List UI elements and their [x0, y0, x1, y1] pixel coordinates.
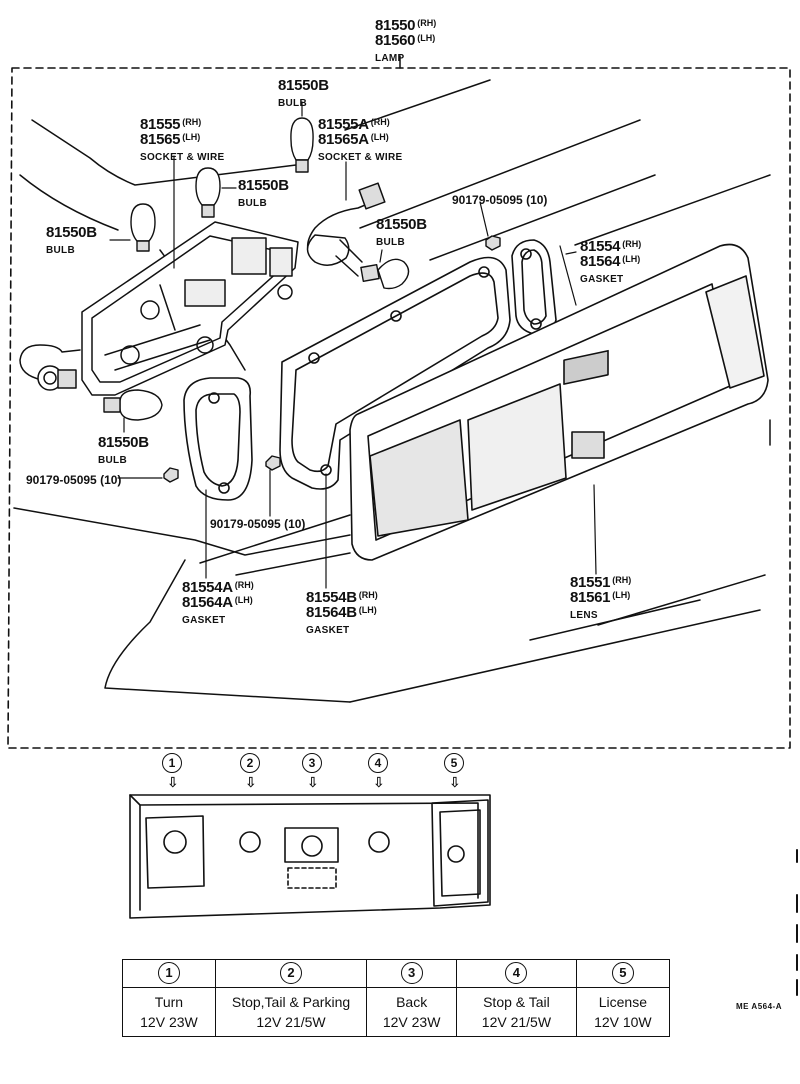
spec-rating: 12V 10W — [594, 1013, 652, 1030]
table-row: Turn 12V 23W Stop,Tail & Parking 12V 21/5W… — [122, 986, 671, 1038]
leader-lines — [109, 101, 597, 589]
label-lens: 81551(RH) 81561(LH) LENS — [570, 574, 632, 621]
spec-function: License — [598, 993, 647, 1010]
gasket-right — [511, 239, 557, 335]
label-nut-top: 90179-05095 (10) — [452, 193, 548, 207]
nut-icon — [163, 235, 501, 483]
label-nut-mid: 90179-05095 (10) — [210, 517, 306, 531]
label-bulb-mid: 81550B BULB — [238, 177, 289, 209]
spec-num: 2 — [280, 962, 303, 985]
table-row: 1 2 3 4 5 — [122, 959, 671, 988]
spec-function: Stop,Tail & Parking — [231, 993, 351, 1010]
spec-rating: 12V 23W — [382, 1013, 441, 1030]
vehicle-body-outline — [13, 79, 771, 703]
spec-num: 1 — [157, 962, 180, 985]
spec-num: 5 — [611, 962, 634, 985]
label-gasket-a: 81554A(RH) 81564A(LH) GASKET — [182, 579, 254, 626]
socket-wire-left — [19, 344, 81, 391]
spec-rating: 12V 21/5W — [256, 1013, 326, 1030]
position-marker-4: 4 — [368, 753, 388, 773]
down-arrow-icon: ⇩ — [167, 774, 179, 790]
down-arrow-icon: ⇩ — [245, 774, 257, 790]
label-bulb-right: 81550B BULB — [376, 216, 427, 248]
bulb-spec-table: 1 2 3 4 5 Turn 12V 23W Stop,Tail & Parkin… — [122, 959, 671, 1038]
gasket-a — [183, 377, 253, 501]
spec-rating: 12V 21/5W — [481, 1013, 552, 1030]
position-marker-5: 5 — [444, 753, 464, 773]
label-bulb-top: 81550B BULB — [278, 77, 329, 109]
bulb-icon — [103, 117, 410, 421]
spec-function: Back — [396, 993, 428, 1010]
spec-num: 4 — [505, 962, 528, 985]
gasket-b — [279, 256, 511, 490]
label-lamp: 81550(RH) 81560(LH) LAMP — [375, 17, 437, 64]
figure-code: ME A564-A — [736, 1002, 782, 1011]
down-arrow-icon: ⇩ — [307, 774, 319, 790]
spec-num: 3 — [400, 962, 423, 985]
down-arrow-icon: ⇩ — [373, 774, 385, 790]
spec-function: Stop & Tail — [483, 993, 550, 1010]
label-bulb-low: 81550B BULB — [98, 434, 149, 466]
lamp-lens — [349, 243, 769, 561]
down-arrow-icon: ⇩ — [449, 774, 461, 790]
lamp-face-schematic — [129, 794, 491, 919]
label-gasket-right: 81554(RH) 81564(LH) GASKET — [580, 238, 642, 285]
assembly-boundary — [7, 67, 791, 749]
spec-rating: 12V 23W — [140, 1013, 198, 1030]
label-gasket-b: 81554B(RH) 81564B(LH) GASKET — [306, 589, 378, 636]
lamp-housing — [81, 221, 299, 396]
position-marker-2: 2 — [240, 753, 260, 773]
label-socket-right: 81555A(RH) 81565A(LH) SOCKET & WIRE — [318, 116, 403, 163]
position-marker-3: 3 — [302, 753, 322, 773]
position-marker-1: 1 — [162, 753, 182, 773]
label-socket-left: 81555(RH) 81565(LH) SOCKET & WIRE — [140, 116, 225, 163]
socket-wire-right — [306, 182, 386, 277]
label-bulb-left: 81550B BULB — [46, 224, 97, 256]
label-nut-left: 90179-05095 (10) — [26, 473, 122, 487]
spec-function: Turn — [154, 993, 184, 1010]
